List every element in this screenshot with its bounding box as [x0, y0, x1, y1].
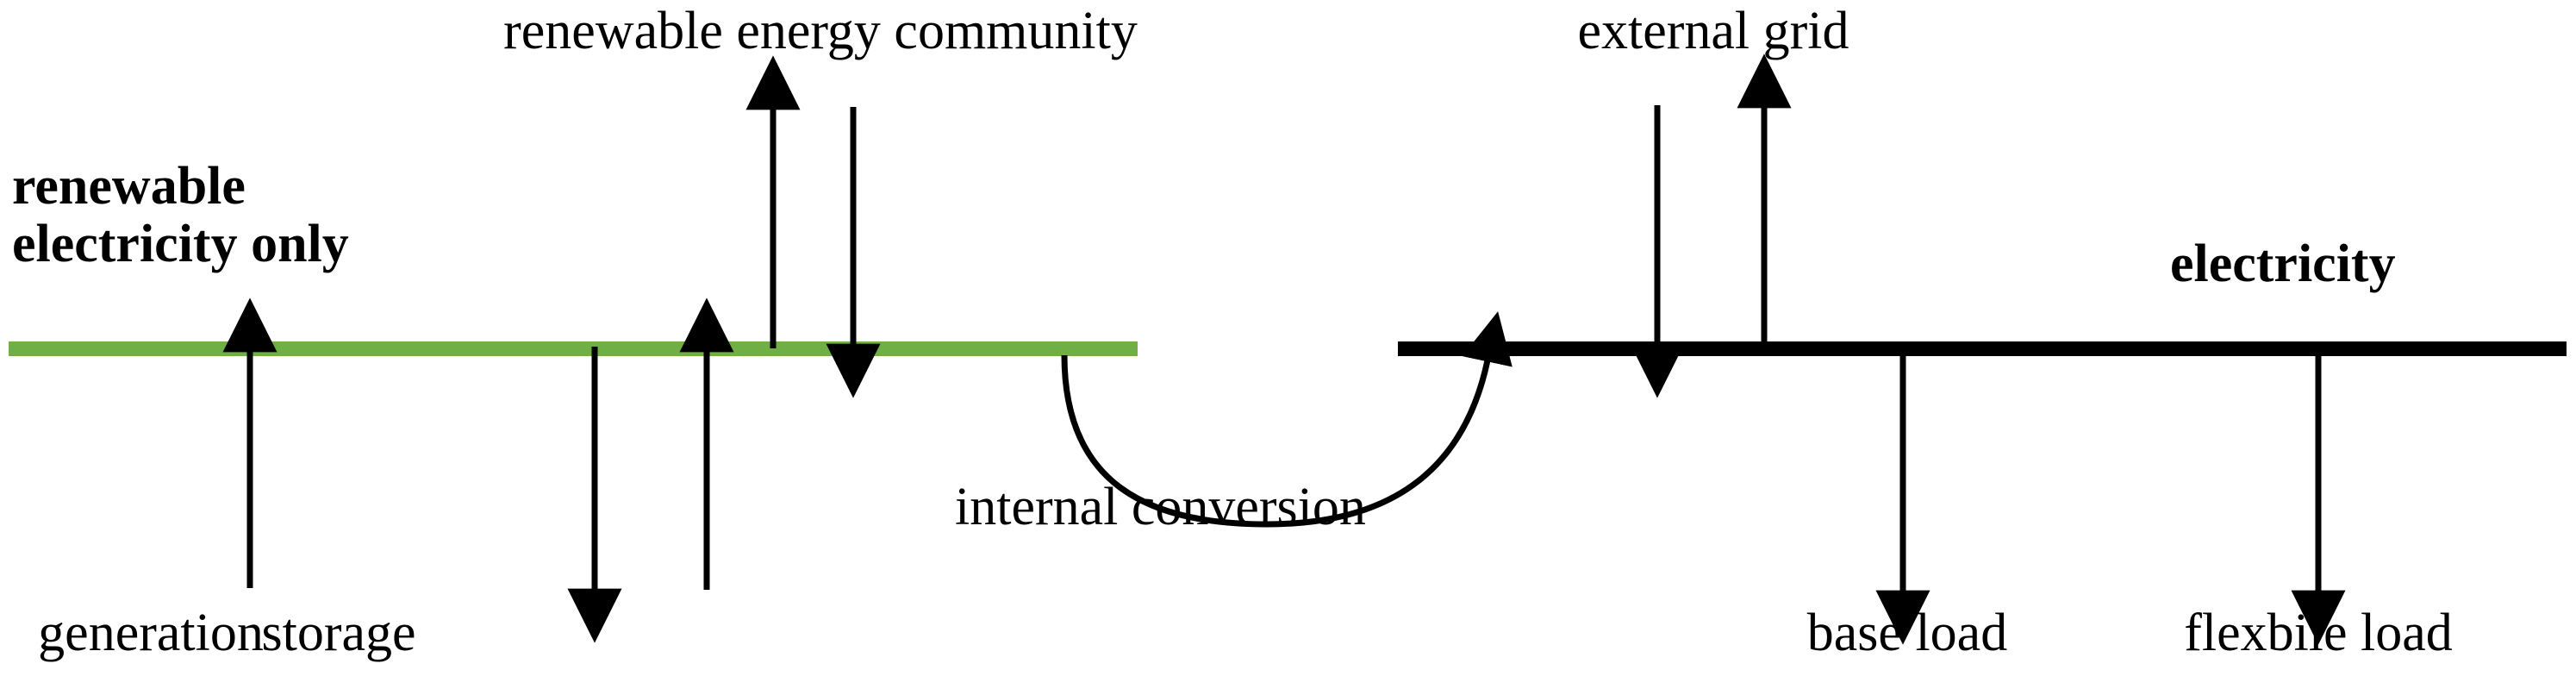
label-generation: generation	[38, 604, 264, 662]
label-internal-conversion: internal conversion	[955, 478, 1366, 536]
title-external-grid: external grid	[1577, 2, 1849, 60]
label-storage: storage	[261, 604, 416, 662]
green-bus-label-line1: renewable	[12, 157, 246, 216]
green-busbar-renewable-electricity	[9, 341, 1138, 356]
label-flexible-load: flexbile load	[2184, 604, 2453, 662]
title-renewable-energy-community: renewable energy community	[503, 2, 1138, 60]
black-busbar-electricity	[1398, 341, 2567, 356]
black-bus-label-electricity: electricity	[2170, 235, 2396, 293]
green-bus-label-line2: electricity only	[12, 215, 349, 273]
label-base-load: base load	[1806, 604, 2008, 662]
